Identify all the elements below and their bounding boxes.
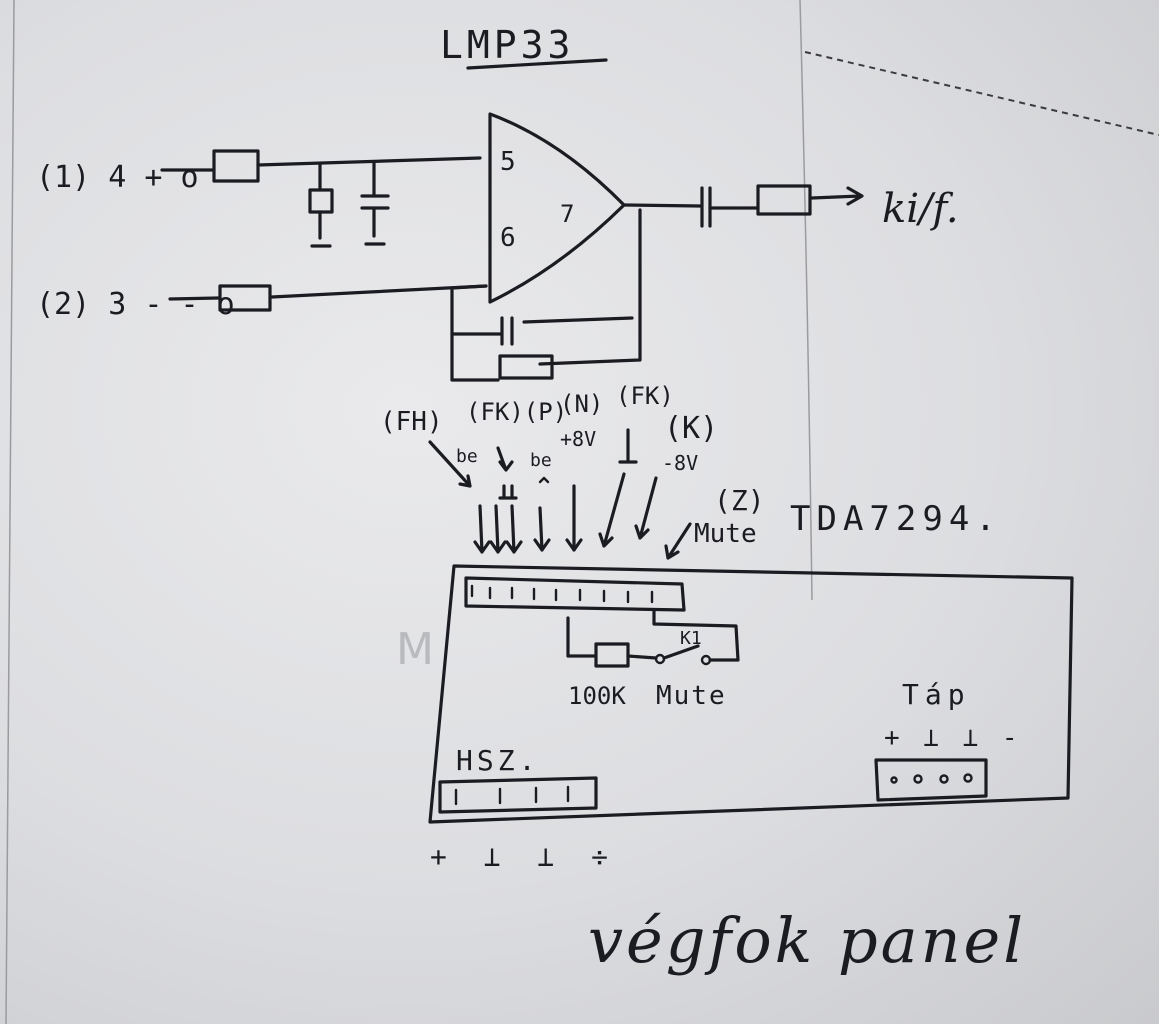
- input-2-label: (2) 3 - - o: [36, 287, 235, 322]
- input-2-wire-to-opamp: [270, 284, 488, 299]
- tilde-mark: [538, 476, 550, 484]
- arrow-6: [533, 506, 551, 552]
- arrow-3: [473, 504, 491, 554]
- diagram-title: LMP33: [440, 23, 574, 67]
- ground-symbol-3: [498, 484, 518, 500]
- output-wire: [622, 203, 702, 208]
- arrow-9: [634, 476, 658, 540]
- board-outline: [428, 564, 1074, 824]
- arrow-7: [565, 484, 583, 552]
- opamp-triangle: [488, 112, 626, 304]
- arrow-4: [489, 504, 507, 554]
- output-resistor: [756, 184, 812, 216]
- hsz-connector-pin-labels: + ⊥ ⊥ ÷: [430, 840, 618, 873]
- arrow-2: [496, 446, 514, 472]
- paper-fold-dashed: [804, 51, 1159, 136]
- feedback-wire-inner: [522, 316, 634, 324]
- input-1-label: (1) 4 + o: [36, 160, 199, 195]
- mute-resistor: [594, 642, 630, 668]
- label-minus-8v: -8V: [662, 451, 698, 475]
- cap-1-body: [308, 188, 334, 214]
- mute-switch-ref: K1: [680, 628, 702, 649]
- label-be-1: be: [456, 446, 478, 467]
- arrow-group: [428, 440, 692, 560]
- input-2-resistor: [218, 284, 272, 312]
- mute-switch-lever: [662, 644, 700, 660]
- tap-connector-pin-labels: + ⊥ ⊥ -: [884, 723, 1022, 753]
- board-header-strip: [464, 576, 686, 612]
- opamp-pin-out: 7: [560, 200, 574, 228]
- label-fk: (FK): [616, 382, 674, 410]
- hsz-connector-body: [438, 776, 598, 814]
- feedback-wire-bottom: [450, 332, 500, 382]
- mute-resistor-value: 100K: [568, 682, 626, 710]
- input-1-resistor: [212, 149, 260, 183]
- arrow-8: [598, 472, 626, 548]
- bleed-through-mark: M: [396, 624, 434, 675]
- feedback-resistor: [498, 354, 554, 380]
- opamp-pin-minus: 6: [500, 223, 516, 253]
- opamp-pin-plus: 5: [500, 147, 516, 177]
- tap-connector-body: [874, 758, 988, 802]
- label-mute-top: Mute: [694, 519, 757, 549]
- arrow-1: [428, 440, 472, 488]
- label-n: (N): [560, 390, 603, 418]
- output-label: ki/f.: [882, 186, 959, 232]
- label-fh: (FH): [380, 407, 443, 437]
- tap-connector-pins: [890, 773, 973, 784]
- arrow-5: [505, 504, 523, 554]
- label-be-2: be: [530, 450, 552, 471]
- mute-wire-left: [566, 616, 596, 658]
- arrow-10: [664, 522, 692, 560]
- title-underline: [466, 58, 608, 70]
- feedback-wire-left: [450, 284, 502, 336]
- mute-wire-return: [652, 608, 740, 662]
- ground-symbol-4: [618, 428, 638, 464]
- paper-edge-left: [5, 0, 15, 1024]
- label-z: (Z): [714, 484, 765, 517]
- input-1-wire-to-opamp: [256, 156, 482, 167]
- mute-switch-label: Mute: [656, 681, 727, 711]
- label-plus-8v: +8V: [560, 427, 596, 451]
- label-k: (K): [664, 411, 718, 446]
- tap-connector-label: Táp: [902, 678, 971, 711]
- paper-fold-line: [799, 0, 813, 601]
- page-caption: végfok panel: [588, 904, 1026, 977]
- label-chip: TDA7294.: [790, 499, 1002, 539]
- input-2-wire: [168, 296, 220, 301]
- output-arrow: [810, 186, 864, 206]
- feedback-wire-outer: [538, 208, 642, 366]
- hsz-connector-label: HSZ.: [456, 744, 539, 777]
- mute-wire-mid: [626, 654, 658, 660]
- hsz-connector-pins: [454, 785, 570, 806]
- board-header-pins: [470, 584, 654, 604]
- label-fk-p: (FK)(P): [466, 398, 567, 426]
